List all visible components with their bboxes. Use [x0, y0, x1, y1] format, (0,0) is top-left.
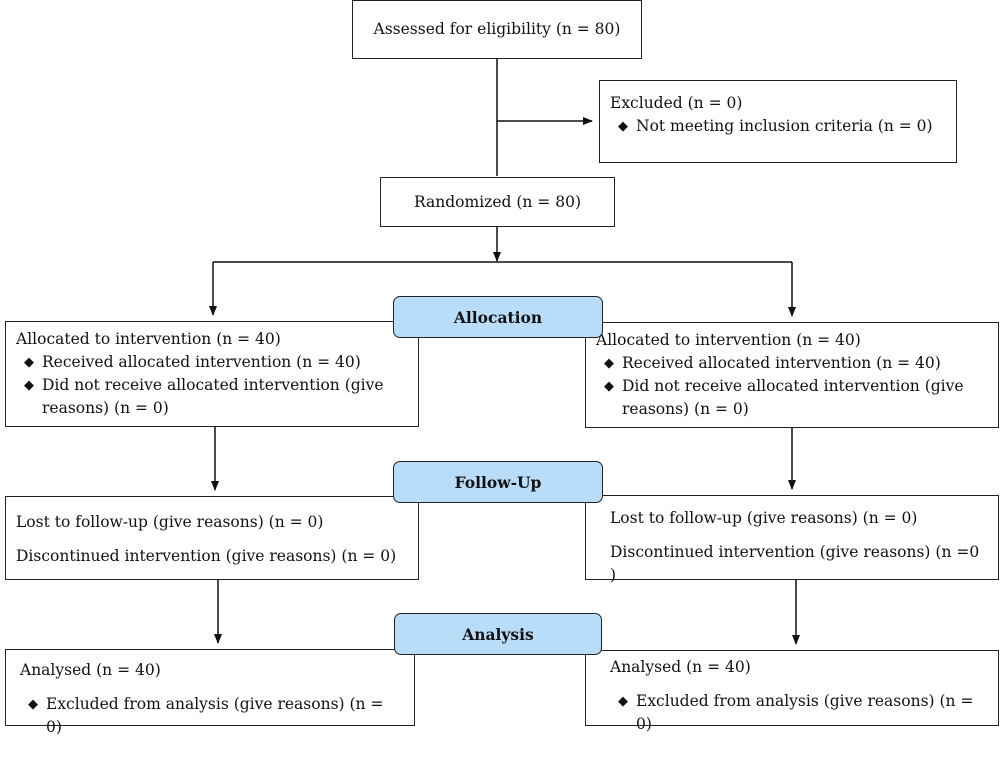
left-analysis-title: Analysed (n = 40) — [20, 661, 161, 679]
excluded-title: Excluded (n = 0) — [610, 94, 743, 112]
left-allocation-item: Received allocated intervention (n = 40) — [16, 351, 408, 374]
analysis-label-text: Analysis — [462, 624, 534, 644]
excluded-box: Excluded (n = 0) Not meeting inclusion c… — [599, 80, 957, 163]
left-followup-lost: Lost to follow-up (give reasons) (n = 0) — [16, 513, 324, 531]
right-allocation-item: Did not receive allocated intervention (… — [596, 375, 988, 421]
left-allocation-item: Did not receive allocated intervention (… — [16, 374, 408, 420]
allocation-label-text: Allocation — [453, 307, 543, 327]
assessed-text: Assessed for eligibility (n = 80) — [373, 20, 621, 38]
allocation-label: Allocation — [393, 296, 603, 338]
right-allocation-item: Received allocated intervention (n = 40) — [596, 352, 988, 375]
left-followup-box: Lost to follow-up (give reasons) (n = 0)… — [5, 496, 419, 580]
analysis-label: Analysis — [394, 613, 602, 655]
right-allocation-title: Allocated to intervention (n = 40) — [596, 331, 861, 349]
randomized-text: Randomized (n = 80) — [414, 192, 581, 211]
left-allocation-box: Allocated to intervention (n = 40) Recei… — [5, 321, 419, 427]
right-followup-discontinued: Discontinued intervention (give reasons)… — [610, 543, 980, 584]
right-followup-lost: Lost to follow-up (give reasons) (n = 0) — [610, 509, 918, 527]
excluded-item: Not meeting inclusion criteria (n = 0) — [610, 115, 946, 138]
left-analysis-box: Analysed (n = 40) Excluded from analysis… — [5, 649, 415, 736]
right-followup-box: Lost to follow-up (give reasons) (n = 0)… — [585, 495, 999, 584]
right-allocation-box: Allocated to intervention (n = 40) Recei… — [585, 322, 999, 428]
right-analysis-box: Analysed (n = 40) Excluded from analysis… — [585, 650, 999, 733]
left-analysis-item: Excluded from analysis (give reasons) (n… — [20, 693, 404, 739]
left-allocation-title: Allocated to intervention (n = 40) — [16, 330, 281, 348]
followup-label: Follow-Up — [393, 461, 603, 503]
right-analysis-title: Analysed (n = 40) — [610, 658, 751, 676]
randomized-box: Randomized (n = 80) — [380, 177, 615, 227]
assessed-box: Assessed for eligibility (n = 80) — [352, 0, 642, 59]
right-analysis-item: Excluded from analysis (give reasons) (n… — [610, 690, 988, 736]
followup-label-text: Follow-Up — [454, 472, 542, 492]
left-followup-discontinued: Discontinued intervention (give reasons)… — [16, 547, 397, 565]
